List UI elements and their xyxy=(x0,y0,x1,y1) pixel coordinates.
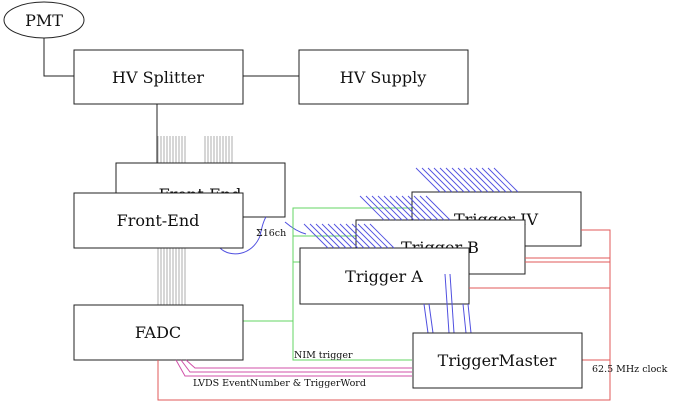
trigger-iv-inputs xyxy=(415,167,519,193)
front-end-box xyxy=(73,192,244,249)
front-end-label: Front-End xyxy=(117,211,200,230)
pmt-label: PMT xyxy=(25,11,63,30)
trigger-a-inputs xyxy=(303,223,395,249)
signal-bundle-fadc xyxy=(157,248,186,305)
pmt-to-splitter-wire xyxy=(43,38,74,77)
signal-bundle-top xyxy=(157,136,233,163)
hv-splitter-box xyxy=(73,49,244,105)
fadc-box xyxy=(73,304,244,361)
trigger-master-label: TriggerMaster xyxy=(438,351,557,370)
hv-supply-label: HV Supply xyxy=(340,68,427,87)
hv-supply-box xyxy=(298,49,469,105)
fadc-label: FADC xyxy=(135,323,181,342)
trigger-master-box xyxy=(412,332,583,389)
nim-trigger-label: NIM trigger xyxy=(294,350,353,361)
trigger-a-label: Trigger A xyxy=(345,267,423,286)
trigger-a-box xyxy=(299,247,470,305)
lvds-label: LVDS EventNumber & TriggerWord xyxy=(193,378,366,389)
pmt-node xyxy=(3,1,85,39)
hv-splitter-label: HV Splitter xyxy=(112,68,204,87)
sum-16ch-label: Σ16ch xyxy=(256,228,286,239)
hv-wires xyxy=(43,38,299,163)
clock-label: 62.5 MHz clock xyxy=(592,364,668,375)
sum-curves xyxy=(219,216,307,255)
clock-wires xyxy=(157,229,611,401)
trigger-output-wires xyxy=(423,273,472,334)
trigger-b-inputs xyxy=(359,195,451,221)
lvds-wires xyxy=(175,359,412,377)
